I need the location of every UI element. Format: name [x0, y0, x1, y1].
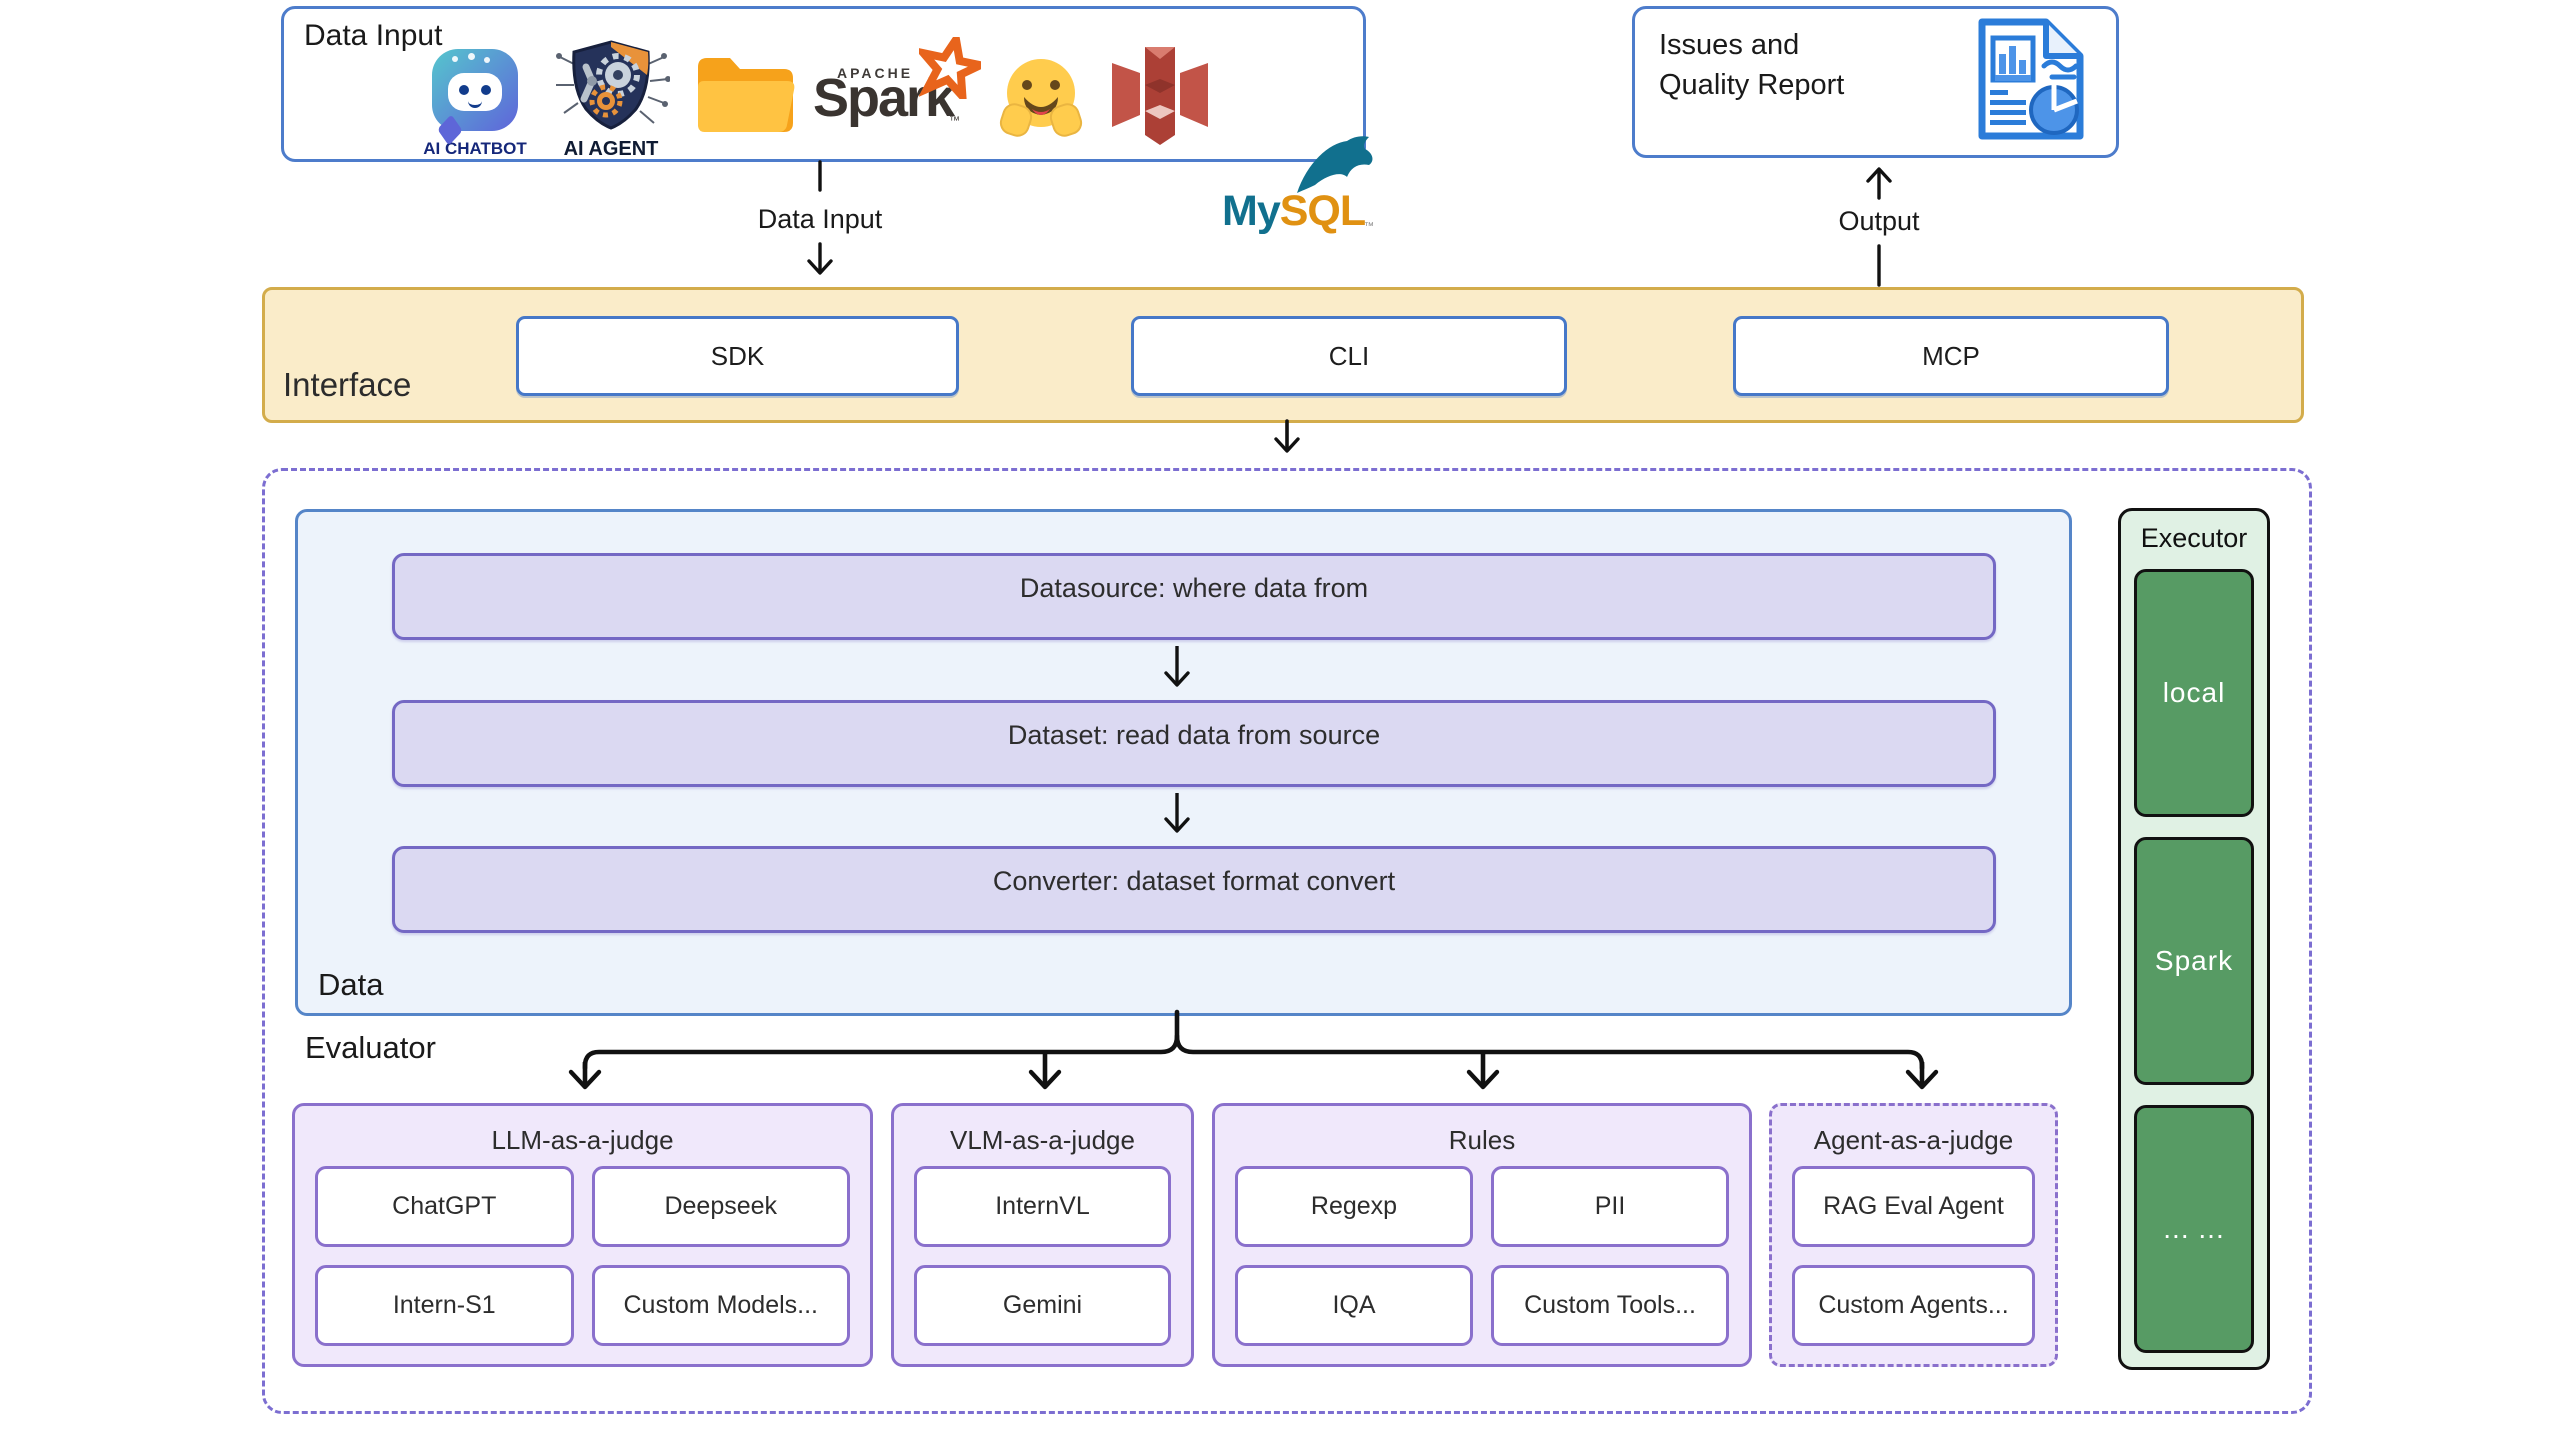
spark-tm: ™ — [949, 115, 960, 127]
regexp-button: Regexp — [1235, 1166, 1473, 1247]
deepseek-button: Deepseek — [591, 1166, 850, 1247]
interface-title: Interface — [283, 366, 412, 403]
pii-button: PII — [1491, 1166, 1729, 1247]
datasource-stage: Datasource: where data from — [392, 553, 1996, 640]
rules-box: Rules Regexp PII IQA Custom Tools... — [1212, 1103, 1752, 1367]
s3-bucket-icon — [1112, 47, 1208, 145]
agent-judge-title: Agent-as-a-judge — [1813, 1125, 2014, 1155]
vlm-as-a-judge-box: VLM-as-a-judge InternVL Gemini — [891, 1103, 1194, 1367]
data-input-panel: Data Input AI CHATBOT — [281, 6, 1374, 235]
folder-source — [688, 45, 802, 144]
mysql-source: MySQL ™ — [1222, 135, 1377, 239]
ai-chatbot-icon — [432, 49, 518, 146]
quality-report-icon — [1978, 18, 2084, 140]
mysql-wordmark: MySQL — [1222, 187, 1366, 235]
executor-panel: Executor local Spark ... ... — [2118, 508, 2270, 1370]
ai-agent-icon — [556, 40, 671, 130]
llm-judge-title: LLM-as-a-judge — [491, 1125, 674, 1155]
vlm-judge-title: VLM-as-a-judge — [950, 1125, 1135, 1155]
mcp-button: MCP — [1733, 316, 2169, 396]
mysql-tm: ™ — [1364, 221, 1374, 232]
gemini-button: Gemini — [914, 1265, 1171, 1346]
converter-stage: Converter: dataset format convert — [392, 846, 1996, 933]
rules-title: Rules — [1448, 1125, 1516, 1155]
custom-models-button: Custom Models... — [591, 1265, 850, 1346]
iqa-button: IQA — [1235, 1265, 1473, 1346]
evaluator-title: Evaluator — [305, 1030, 436, 1065]
intern-s1-button: Intern-S1 — [315, 1265, 574, 1346]
executor-local-button: local — [2134, 569, 2254, 817]
llm-as-a-judge-box: LLM-as-a-judge ChatGPT Deepseek Intern-S… — [292, 1103, 873, 1367]
agent-as-a-judge-box: Agent-as-a-judge RAG Eval Agent Custom A… — [1769, 1103, 2058, 1367]
data-input-flow-label: Data Input — [757, 204, 883, 234]
folder-icon — [698, 58, 795, 132]
output-flow-label: Output — [1838, 206, 1920, 236]
custom-agents-button: Custom Agents... — [1792, 1265, 2035, 1346]
spark-star-icon — [919, 37, 981, 99]
chatgpt-button: ChatGPT — [315, 1166, 574, 1247]
mysql-dolphin-icon — [1297, 136, 1373, 193]
data-input-panel-title: Data Input — [304, 19, 443, 52]
rag-eval-agent-button: RAG Eval Agent — [1792, 1166, 2035, 1247]
ai-chatbot-source: AI CHATBOT — [415, 49, 535, 159]
sdk-button: SDK — [516, 316, 959, 396]
report-panel: Issues and Quality Report — [1632, 6, 2119, 158]
executor-spark-button: Spark — [2134, 837, 2254, 1085]
cli-button: CLI — [1131, 316, 1567, 396]
executor-title: Executor — [2140, 523, 2248, 553]
hugging-face-icon — [999, 59, 1083, 137]
dataset-stage: Dataset: read data from source — [392, 700, 1996, 787]
data-panel-title: Data — [318, 967, 384, 1002]
ai-chatbot-label: AI CHATBOT — [423, 139, 527, 158]
hugging-face-source — [998, 53, 1084, 144]
internvl-button: InternVL — [914, 1166, 1171, 1247]
custom-tools-button: Custom Tools... — [1491, 1265, 1729, 1346]
spark-source: APACHE Spark ™ — [811, 37, 981, 143]
executor-more-button: ... ... — [2134, 1105, 2254, 1353]
spark-apache-text: APACHE — [837, 65, 914, 81]
interface-panel: Interface SDK CLI MCP — [262, 287, 2304, 423]
ai-agent-source: AI AGENT — [546, 39, 676, 161]
s3-bucket-source — [1104, 37, 1216, 154]
report-panel-title: Issues and Quality Report — [1659, 29, 1845, 101]
ai-agent-label: AI AGENT — [563, 138, 659, 160]
